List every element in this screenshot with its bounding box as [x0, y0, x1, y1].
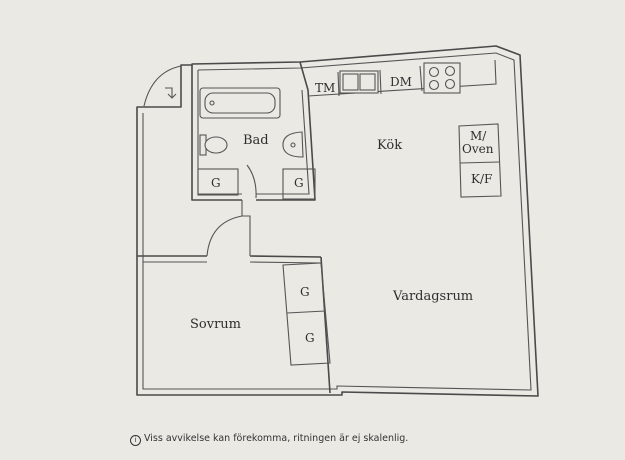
tall-units: [458, 123, 502, 198]
bathroom-wall: [191, 61, 316, 201]
bedroom-door: [206, 215, 251, 257]
entrance-arrow: [165, 87, 177, 99]
kitchen-sink-basin: [342, 73, 359, 91]
fridge-label: K/F: [471, 172, 493, 186]
oven-label-line2: Oven: [462, 142, 494, 156]
bathroom-sink: [282, 131, 304, 158]
kitchen-sink-basin: [359, 73, 376, 91]
outer-wall: [136, 45, 539, 397]
bathtub-drain: [209, 100, 215, 106]
wardrobe-label: G: [294, 176, 304, 190]
bedroom-wall: [137, 255, 322, 258]
stove-burner: [444, 65, 456, 77]
room-label-kok: Kök: [377, 138, 403, 153]
info-icon: i: [130, 435, 141, 446]
stove-burner: [428, 79, 440, 91]
kitchen-sink: [339, 70, 379, 94]
stove-burner: [444, 78, 456, 90]
entrance-arc: [143, 65, 182, 107]
dishwasher-label-dm: DM: [390, 75, 412, 89]
wardrobe-label: G: [211, 176, 221, 190]
room-label-vardagsrum: Vardagsrum: [393, 289, 474, 304]
bathroom-door: [246, 164, 257, 199]
kitchen-counter-divider: [337, 65, 423, 97]
bedroom-wardrobes: [282, 262, 331, 366]
room-label-sovrum: Sovrum: [190, 317, 241, 332]
stove: [423, 62, 461, 94]
sink-drain: [290, 142, 296, 148]
wardrobe-label: G: [300, 285, 310, 299]
room-label-bad: Bad: [243, 133, 269, 148]
dishwasher-label-tm: TM: [315, 81, 336, 95]
outer-wall-inner: [142, 52, 532, 391]
wardrobe-label: G: [305, 331, 315, 345]
wardrobe-box: [197, 168, 239, 196]
toilet-bowl: [204, 136, 228, 154]
bathtub-basin: [204, 92, 276, 114]
oven-label-line1: M/: [470, 129, 487, 143]
bathtub: [199, 87, 281, 119]
bedroom-wall-inner: [143, 261, 322, 264]
disclaimer-text: Viss avvikelse kan förekomma, ritningen …: [144, 433, 409, 444]
wardrobe-box: [282, 168, 316, 200]
stove-burner: [428, 66, 440, 78]
